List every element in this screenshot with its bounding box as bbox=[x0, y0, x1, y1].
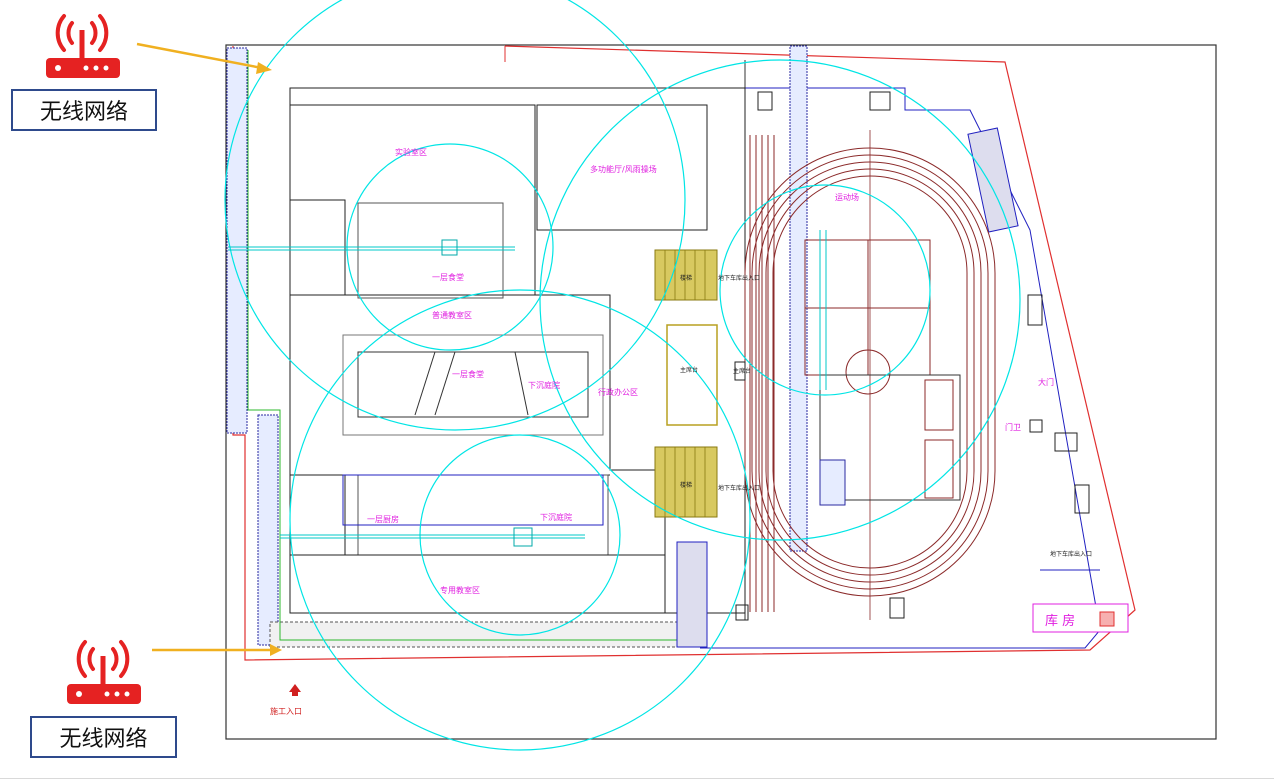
courtyard-line-2 bbox=[434, 351, 456, 416]
textured-pad bbox=[819, 459, 846, 506]
label-stairs-2: 楼梯 bbox=[680, 481, 692, 489]
label-underground-exit: 地下车库出入口 bbox=[1050, 550, 1092, 558]
label-warehouse: 库 房 bbox=[1045, 613, 1075, 629]
label-sunken-court-1: 下沉庭院 bbox=[528, 380, 560, 390]
ramp-right bbox=[967, 127, 1019, 233]
label-stairs-1: 楼梯 bbox=[680, 274, 692, 282]
stairs-hatch bbox=[664, 250, 706, 517]
bottom-rule bbox=[0, 778, 1274, 779]
callout-wireless-network-bottom: 无线网络 bbox=[30, 716, 177, 758]
ramp-block bbox=[676, 541, 708, 648]
wifi-coverage bbox=[224, 0, 1021, 751]
wifi-router-icon bbox=[67, 640, 141, 704]
label-special-class: 专用教室区 bbox=[440, 585, 480, 595]
warehouse-hatch bbox=[1099, 611, 1115, 627]
label-guard: 门卫 bbox=[1005, 422, 1021, 432]
label-canteen-1f: 一层食堂 bbox=[432, 272, 464, 282]
special-class-block bbox=[289, 554, 666, 614]
courtyard-inner bbox=[357, 351, 589, 418]
entrance-arrow-stem bbox=[292, 692, 298, 696]
callout-arrow-top bbox=[136, 42, 272, 74]
left-wall-strip bbox=[226, 47, 248, 434]
label-multi-hall: 多功能厅/风雨操场 bbox=[590, 164, 657, 174]
small-box-1 bbox=[757, 91, 773, 111]
pit-1 bbox=[924, 379, 954, 431]
label-underground-entrance-1: 地下车库出入口 bbox=[718, 274, 760, 282]
label-main-stage: 主席台 bbox=[680, 366, 698, 374]
small-box-7 bbox=[1054, 432, 1078, 452]
site-boundary bbox=[232, 45, 1136, 661]
green-path bbox=[247, 50, 685, 641]
courtyard-line-1 bbox=[414, 351, 436, 416]
entrance-arrow-icon bbox=[289, 684, 301, 692]
hall-block bbox=[536, 104, 708, 231]
label-podium: 主席台 bbox=[733, 367, 751, 375]
blue-loop bbox=[342, 474, 604, 526]
label-canteen-1f-b: 一层食堂 bbox=[452, 369, 484, 379]
small-box-4 bbox=[735, 604, 749, 621]
callout-wireless-network-top: 无线网络 bbox=[11, 89, 157, 131]
label-general-class: 普通教室区 bbox=[432, 310, 472, 320]
cable-runs bbox=[228, 230, 827, 539]
label-construction-entrance: 施工入口 bbox=[270, 706, 302, 716]
small-box-6 bbox=[1074, 484, 1090, 514]
label-lab-area: 实验室区 bbox=[395, 147, 427, 157]
label-main-gate: 大门 bbox=[1038, 377, 1054, 387]
lower-courts bbox=[819, 374, 961, 501]
label-sports-field: 运动场 bbox=[835, 192, 859, 202]
wifi-router-icon bbox=[46, 14, 120, 78]
callout-arrow-bottom bbox=[152, 644, 282, 656]
bottom-wall-strip bbox=[269, 621, 681, 648]
label-sunken-court-2: 下沉庭院 bbox=[540, 512, 572, 522]
small-box-9 bbox=[734, 361, 746, 381]
small-box-5 bbox=[1027, 294, 1043, 326]
small-box-3 bbox=[889, 597, 905, 619]
small-box-8 bbox=[1029, 419, 1043, 433]
courtyard-outer bbox=[342, 334, 604, 436]
access-point-1 bbox=[441, 239, 458, 256]
pit-2 bbox=[924, 439, 954, 499]
center-strip bbox=[789, 45, 808, 552]
label-underground-entrance-2: 地下车库出入口 bbox=[718, 484, 760, 492]
stage-box bbox=[666, 324, 718, 426]
courtyard-line-3 bbox=[514, 351, 529, 416]
left-wall-strip-lower bbox=[257, 414, 279, 646]
label-admin-office: 行政办公区 bbox=[598, 387, 638, 397]
small-box-2 bbox=[869, 91, 891, 111]
access-point-2 bbox=[513, 527, 533, 547]
label-kitchen-1f: 一层厨房 bbox=[367, 514, 399, 524]
